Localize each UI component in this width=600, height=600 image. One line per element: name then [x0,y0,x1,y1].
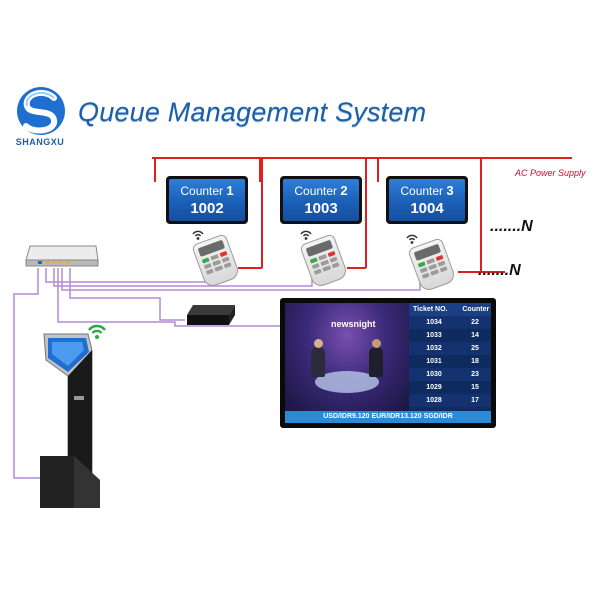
more-counters-mark-2: .......N [478,262,521,279]
ac-power-label: AC Power Supply [515,168,586,178]
counter-number: 1002 [190,200,224,217]
counter-number: 1003 [304,200,338,217]
counter-number: 18 [471,358,479,365]
queue-table-row: 1029 15 [409,381,491,394]
queue-table-row: 1031 18 [409,355,491,368]
counter-display-3: Counter 3 1004 [386,176,468,224]
tv-video-area: newsnight [285,303,409,411]
counter-index: 1 [226,183,234,198]
brand-name: SHANGXU [15,137,65,147]
counter-number: 22 [471,319,479,326]
counter-display-2: Counter 2 1003 [280,176,362,224]
queue-table-row: 1028 17 [409,394,491,407]
counter-number: 14 [471,332,479,339]
counter-number: 25 [471,345,479,352]
counter-index: 3 [446,183,454,198]
ticket-header: Ticket NO. [413,306,448,313]
ticket-kiosk[interactable] [38,330,108,510]
queue-table-row: 1033 14 [409,329,491,342]
ticket-number: 1033 [426,332,442,339]
ticket-number: 1031 [426,358,442,365]
queue-table-row: 1034 22 [409,316,491,329]
kiosk-wireless-icon [88,324,106,339]
ticket-number: 1032 [426,345,442,352]
ticket-number: 1029 [426,384,442,391]
currency-ticker: USD/IDR9.120 EUR/IDR13.120 SGD/IDR [285,411,491,423]
network-router [25,245,99,267]
queue-table-row: 1032 25 [409,342,491,355]
counter-number: 1004 [410,200,444,217]
counter-label: Counter [180,184,224,198]
tv-logo: newsnight [331,319,376,329]
page-title: Queue Management System [78,97,427,127]
counter-label: Counter [400,184,444,198]
counter-header: Counter [462,306,490,313]
queue-table-row: 1030 23 [409,368,491,381]
counter-number: 23 [471,371,479,378]
counter-index: 2 [340,183,348,198]
counter-number: 17 [471,397,479,404]
counter-label: Counter [294,184,338,198]
ticket-number: 1034 [426,319,442,326]
counter-display-1: Counter 1 1002 [166,176,248,224]
more-counters-mark-1: .......N [490,218,533,235]
ac-power-lines [152,157,572,273]
wireless-icon [406,234,418,244]
control-box [187,305,235,325]
queue-table-header: Ticket NO. Counter [409,303,491,316]
wireless-icon [300,230,312,240]
brand-logo [17,87,65,135]
counter-number: 15 [471,384,479,391]
wireless-icon [192,230,204,240]
ticket-number: 1028 [426,397,442,404]
ticket-number: 1030 [426,371,442,378]
